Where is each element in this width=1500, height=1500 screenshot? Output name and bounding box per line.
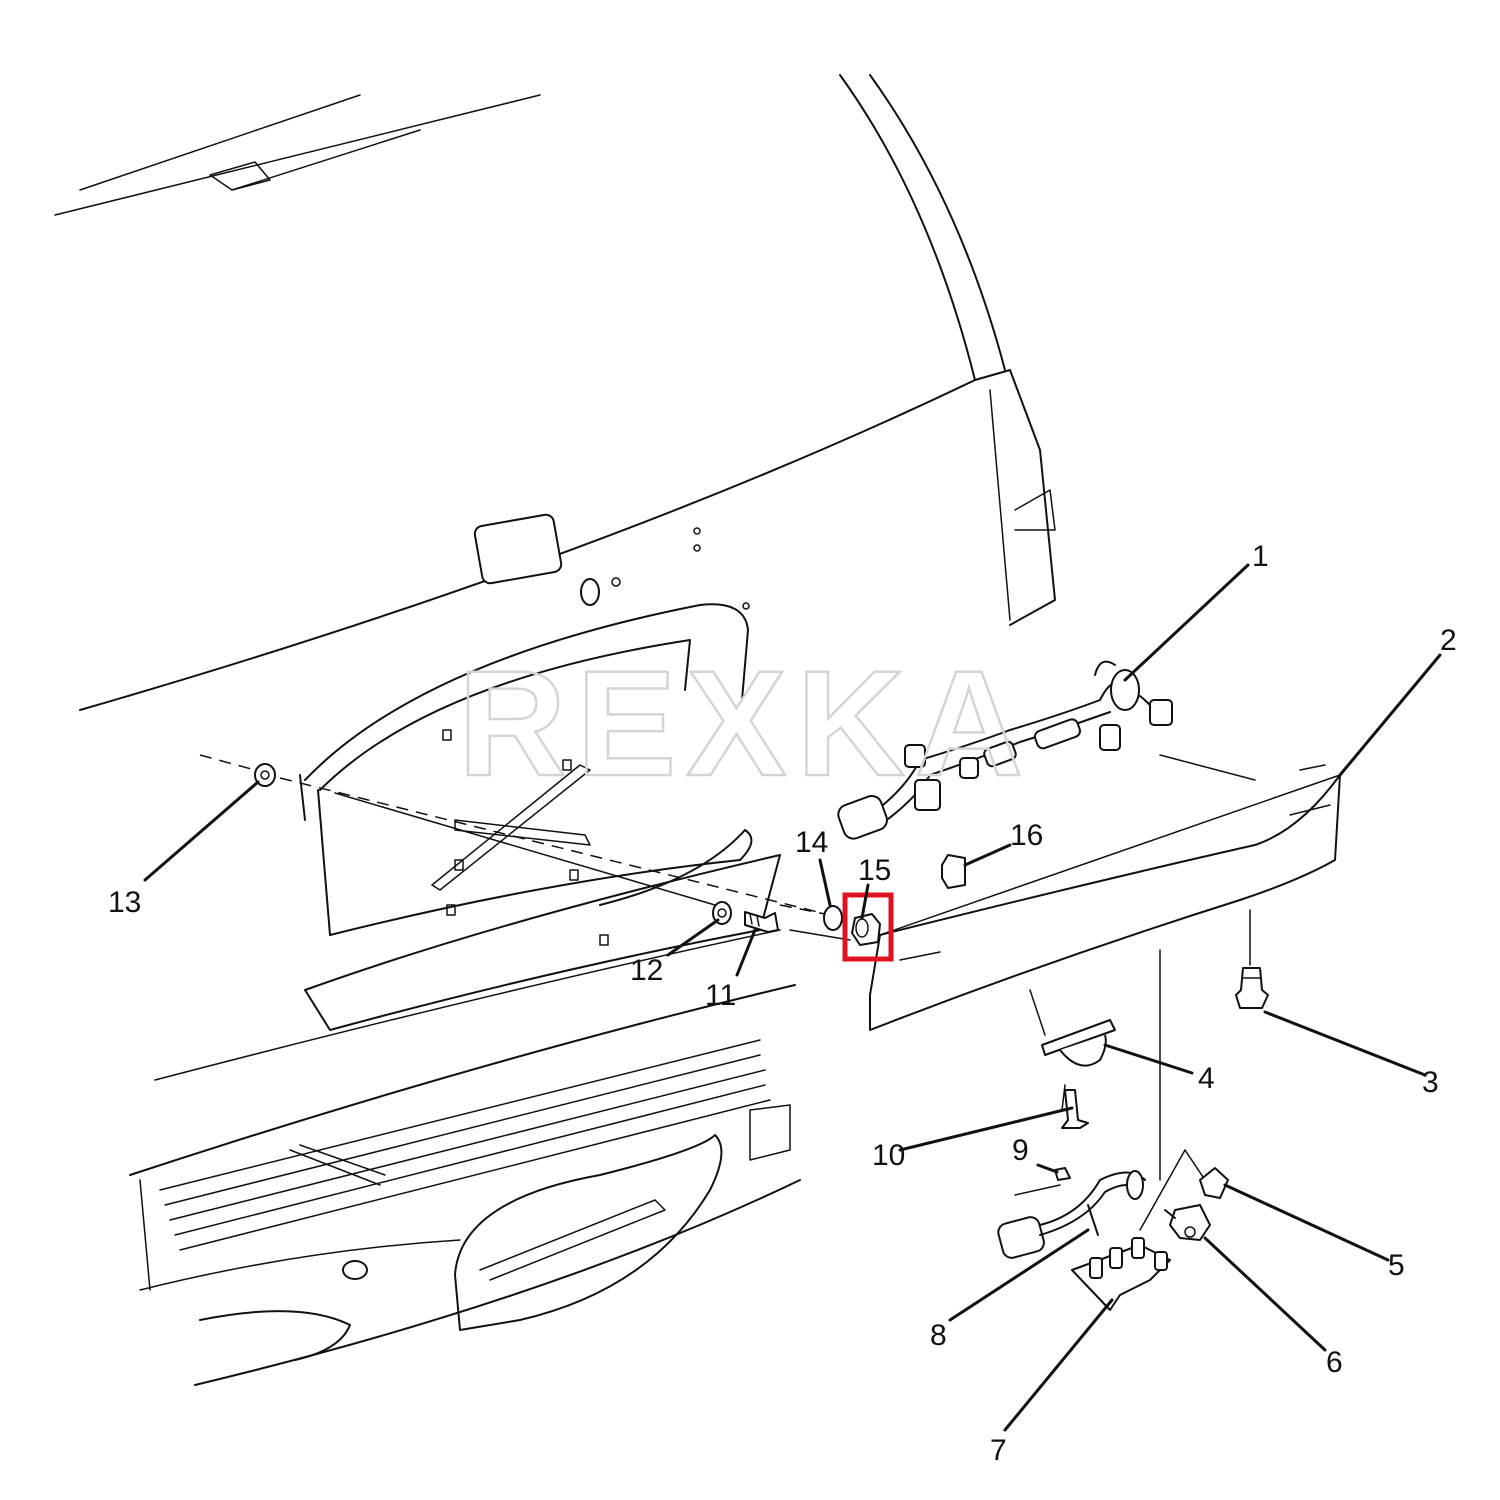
part-6-switch [1164, 1204, 1211, 1241]
applique-panel [869, 764, 1341, 1031]
wiring-harness [837, 660, 1173, 840]
part-10-screw [1061, 1089, 1089, 1129]
part-16-cap [941, 854, 966, 889]
callout-6: 6 [1326, 1346, 1343, 1379]
part-4-license-lamp [1041, 1019, 1116, 1067]
callout-12: 12 [630, 954, 663, 987]
callout-1: 1 [1252, 540, 1269, 573]
callout-3: 3 [1422, 1066, 1439, 1099]
installation-lines [199, 754, 1256, 1231]
callout-labels: 1 2 3 4 5 6 7 8 9 10 11 12 13 14 15 16 [108, 540, 1457, 1467]
callout-7: 7 [990, 1434, 1007, 1467]
part-7-bracket [1071, 1237, 1171, 1311]
part-12-washer [712, 901, 732, 925]
callout-9: 9 [1012, 1134, 1029, 1167]
callout-14: 14 [795, 826, 828, 859]
callout-4: 4 [1198, 1062, 1215, 1095]
callout-15: 15 [858, 854, 891, 887]
part-9-clip [1054, 1167, 1071, 1181]
part-3-push-pin [1235, 967, 1269, 1009]
callout-5: 5 [1388, 1249, 1405, 1282]
callout-13: 13 [108, 886, 141, 919]
part-8-harness [997, 1170, 1146, 1259]
callout-16: 16 [1010, 819, 1043, 852]
part-15-nut [851, 913, 881, 946]
callout-10: 10 [872, 1139, 905, 1172]
highlight-box [842, 892, 894, 962]
callout-11: 11 [705, 979, 736, 1012]
part-14-washer [823, 905, 843, 931]
watermark: REXKA [458, 639, 1033, 807]
part-13-grommet [254, 763, 276, 787]
callout-2: 2 [1440, 624, 1457, 657]
callout-8: 8 [930, 1319, 947, 1352]
leader-lines [143, 563, 1442, 1432]
part-11-stud [744, 911, 779, 933]
part-5-cap [1199, 1167, 1229, 1199]
